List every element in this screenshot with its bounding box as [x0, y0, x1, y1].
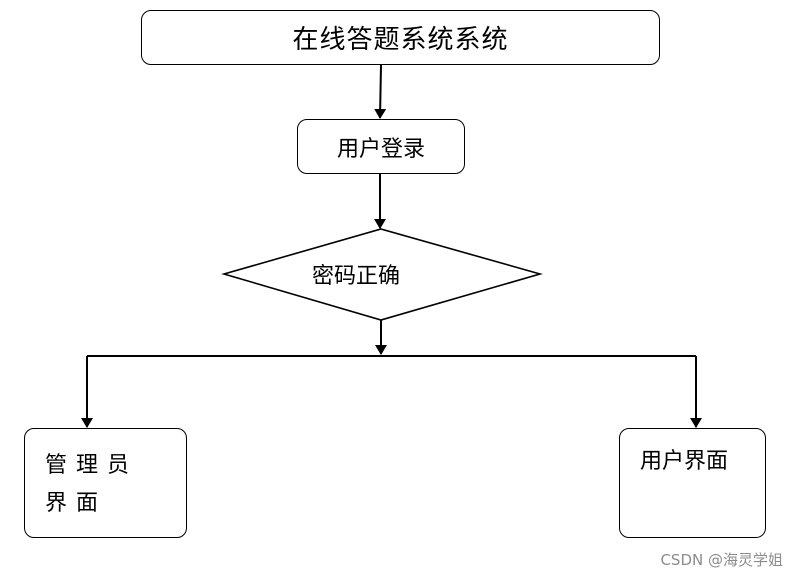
- arrow-title-to-login: [374, 64, 387, 119]
- user-node: 用户界面: [619, 428, 766, 538]
- login-node: 用户登录: [297, 119, 465, 174]
- watermark: CSDN @海灵学姐: [660, 551, 783, 569]
- admin-node-label: 管理员界面: [45, 453, 139, 516]
- title-node: 在线答题系统系统: [141, 10, 660, 65]
- decision-label: 密码正确: [312, 264, 401, 289]
- login-node-label: 用户登录: [336, 136, 425, 162]
- user-node-label: 用户界面: [640, 449, 729, 474]
- admin-node: 管理员界面: [24, 428, 187, 538]
- title-node-label: 在线答题系统系统: [292, 25, 509, 55]
